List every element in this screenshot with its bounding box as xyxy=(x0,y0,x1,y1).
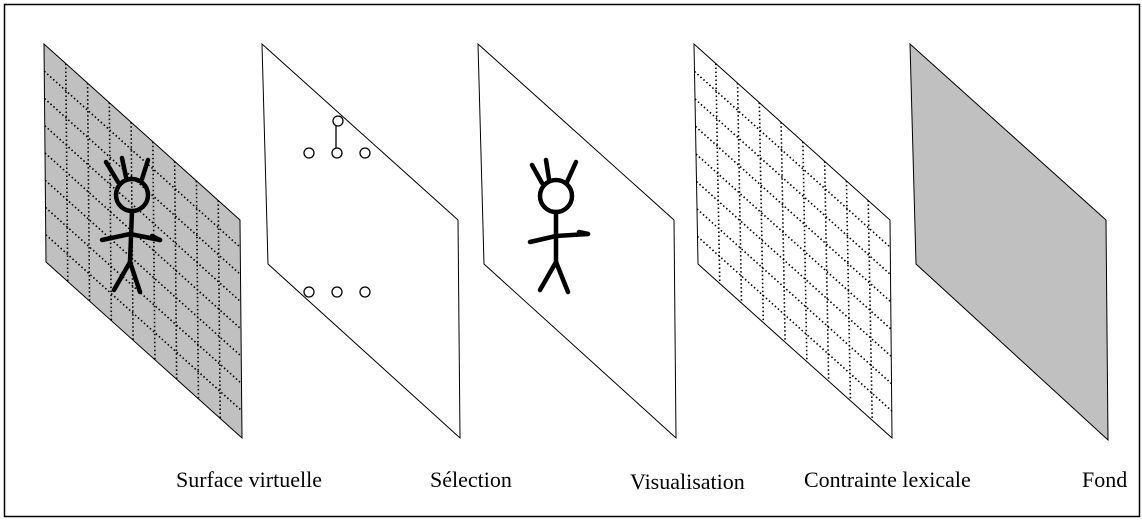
selection-handles xyxy=(303,115,371,298)
layer-selection xyxy=(261,42,461,440)
selection-handle-top-right[interactable] xyxy=(359,147,371,159)
label-contrainte-lexicale: Contrainte lexicale xyxy=(804,467,971,492)
plane-fond xyxy=(909,42,1109,442)
grid-line xyxy=(736,83,743,304)
diagram-frame xyxy=(3,3,1141,518)
grid-line xyxy=(86,83,91,302)
grid-line xyxy=(108,102,113,321)
grid-line xyxy=(780,122,786,343)
dotted-grid xyxy=(693,63,895,421)
label-selection: Sélection xyxy=(430,467,512,492)
dotted-grid xyxy=(43,63,243,419)
selection-handle-top-center[interactable] xyxy=(331,147,343,159)
stick-figure-icon xyxy=(99,155,163,295)
label-surface-virtuelle: Surface virtuelle xyxy=(176,467,322,492)
plane-contrainte-lexicale xyxy=(693,42,893,440)
plane-visualisation xyxy=(477,42,677,440)
layer-fond xyxy=(909,42,1109,442)
grid-line xyxy=(217,200,222,419)
layer-contrainte-lexicale xyxy=(693,42,895,440)
label-visualisation: Visualisation xyxy=(630,469,745,494)
layer-visualisation xyxy=(477,42,677,440)
grid-line xyxy=(152,141,156,360)
grid-line xyxy=(173,161,178,380)
stick-figure-icon xyxy=(527,157,591,295)
grid-line xyxy=(802,141,808,362)
label-fond: Fond xyxy=(1082,467,1127,492)
selection-handle-bottom-left[interactable] xyxy=(303,286,315,298)
plane-selection xyxy=(261,42,461,440)
selection-handle-top-left[interactable] xyxy=(303,147,315,159)
grid-line xyxy=(823,161,830,382)
rotation-handle[interactable] xyxy=(332,115,344,127)
grid-line xyxy=(867,200,874,421)
grid-line xyxy=(845,180,852,401)
grid-line xyxy=(714,63,721,284)
layer-surface-virtuelle xyxy=(43,42,243,440)
grid-line xyxy=(758,102,765,323)
selection-handle-bottom-right[interactable] xyxy=(359,286,371,298)
plane-surface-virtuelle xyxy=(43,42,243,440)
selection-handle-bottom-center[interactable] xyxy=(331,286,343,298)
